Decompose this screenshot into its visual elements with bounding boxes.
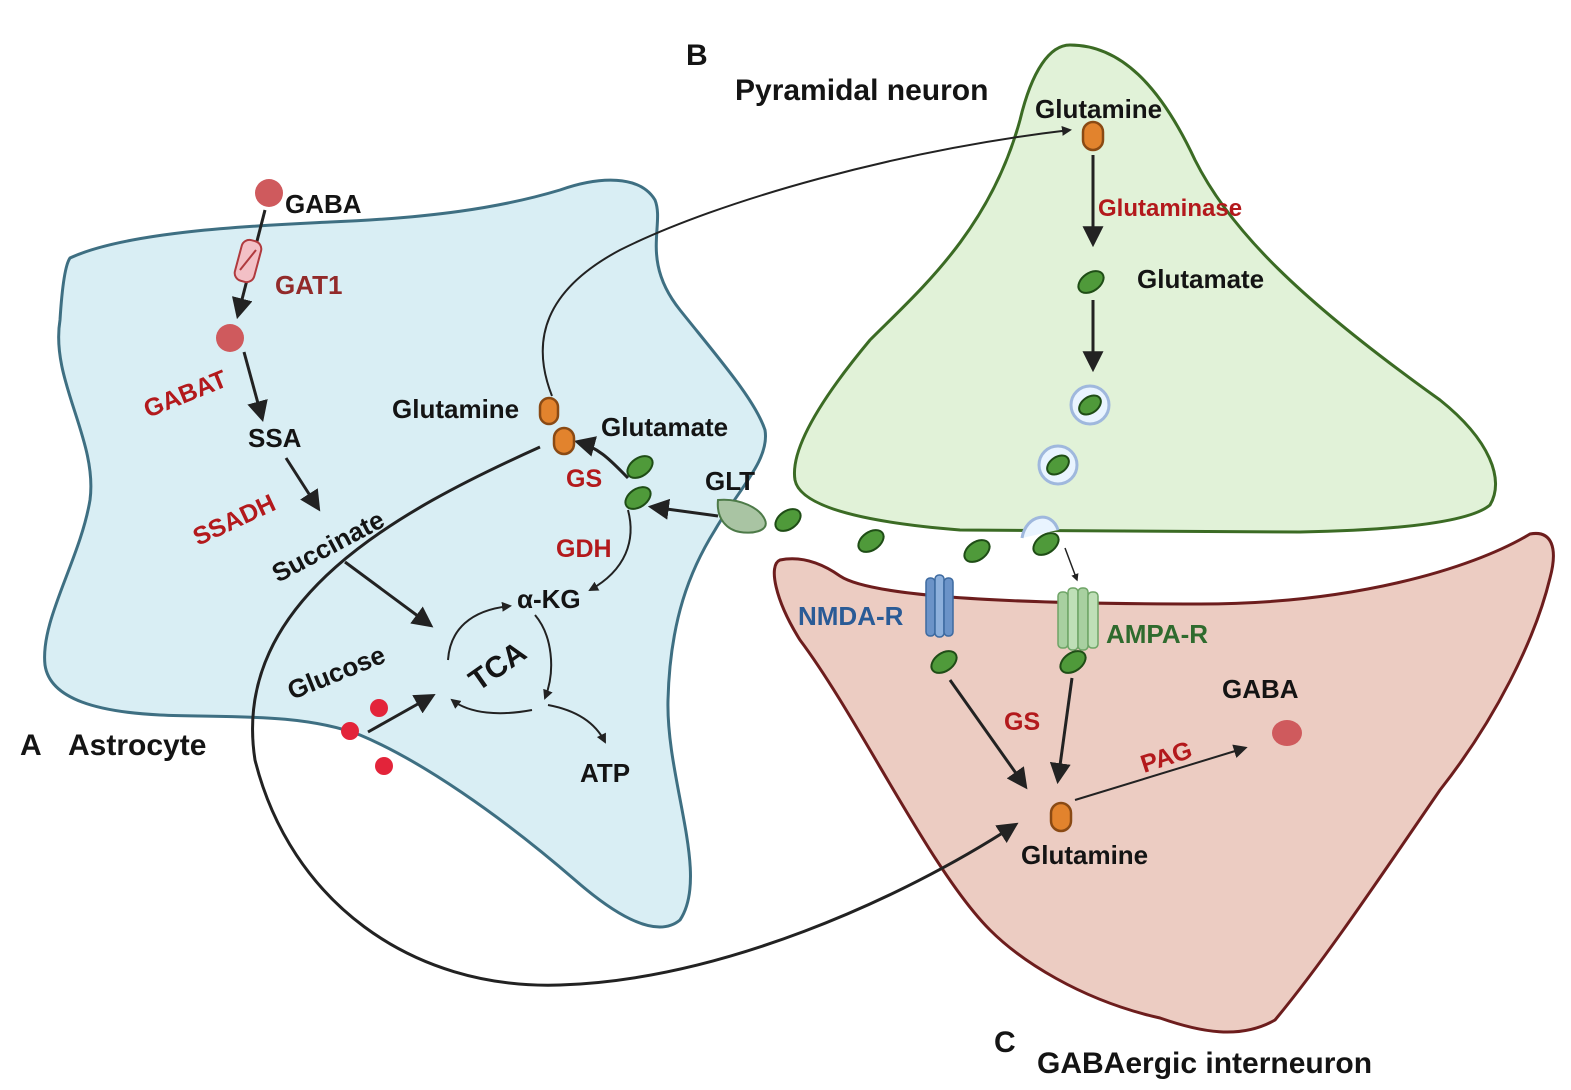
gaba-molecules [216, 179, 1302, 746]
pyramidal-arrows [1064, 155, 1104, 582]
ampa-label: AMPA-R [1106, 619, 1208, 649]
pyr-glutamine-label: Glutamine [1035, 94, 1162, 124]
panel-b-title: Pyramidal neuron [735, 74, 988, 107]
glutamine-molecules [538, 120, 1105, 833]
inter-gaba-label: GABA [1222, 674, 1299, 704]
glutamate-molecules [624, 270, 1105, 674]
inter-gs-label: GS [1004, 708, 1040, 736]
ampa-receptor [1057, 587, 1099, 651]
panel-a-title: Astrocyte [68, 729, 206, 762]
nmda-receptor [925, 574, 954, 638]
panel-c-title: GABAergic interneuron [1037, 1047, 1372, 1080]
gdh-label: GDH [556, 535, 612, 563]
inter-glutamine-label: Glutamine [1021, 840, 1148, 870]
pyr-glutamate-label: Glutamate [1137, 264, 1264, 294]
glutamine-export-curve [541, 125, 1072, 397]
glutaminase-label: Glutaminase [1098, 195, 1242, 222]
vesicle-release [1020, 515, 1060, 539]
astrocyte-arrows [232, 209, 719, 744]
glucose-molecules [341, 699, 393, 775]
glt-label: GLT [705, 466, 755, 496]
interneuron-arrows [948, 677, 1248, 801]
glt-transporter [716, 498, 767, 534]
astrocyte-cell [43, 178, 767, 929]
panel-a-letter: A [20, 729, 42, 762]
astro-gaba-label: GABA [285, 189, 362, 219]
astro-gs-label: GS [566, 465, 602, 493]
nmda-label: NMDA-R [798, 601, 904, 631]
gat1-label: GAT1 [275, 270, 342, 300]
panel-c-letter: C [994, 1026, 1016, 1059]
ssa-label: SSA [248, 423, 302, 453]
akg-label: α-KG [517, 584, 581, 614]
astro-glutamine-label: Glutamine [392, 394, 519, 424]
panel-b-letter: B [686, 39, 708, 72]
glutamine-to-interneuron-curve [251, 445, 1019, 987]
gat1-transporter [233, 238, 263, 284]
atp-label: ATP [580, 758, 630, 788]
pyramidal-neuron-cell [792, 43, 1498, 534]
astro-glutamate-label: Glutamate [601, 412, 728, 442]
